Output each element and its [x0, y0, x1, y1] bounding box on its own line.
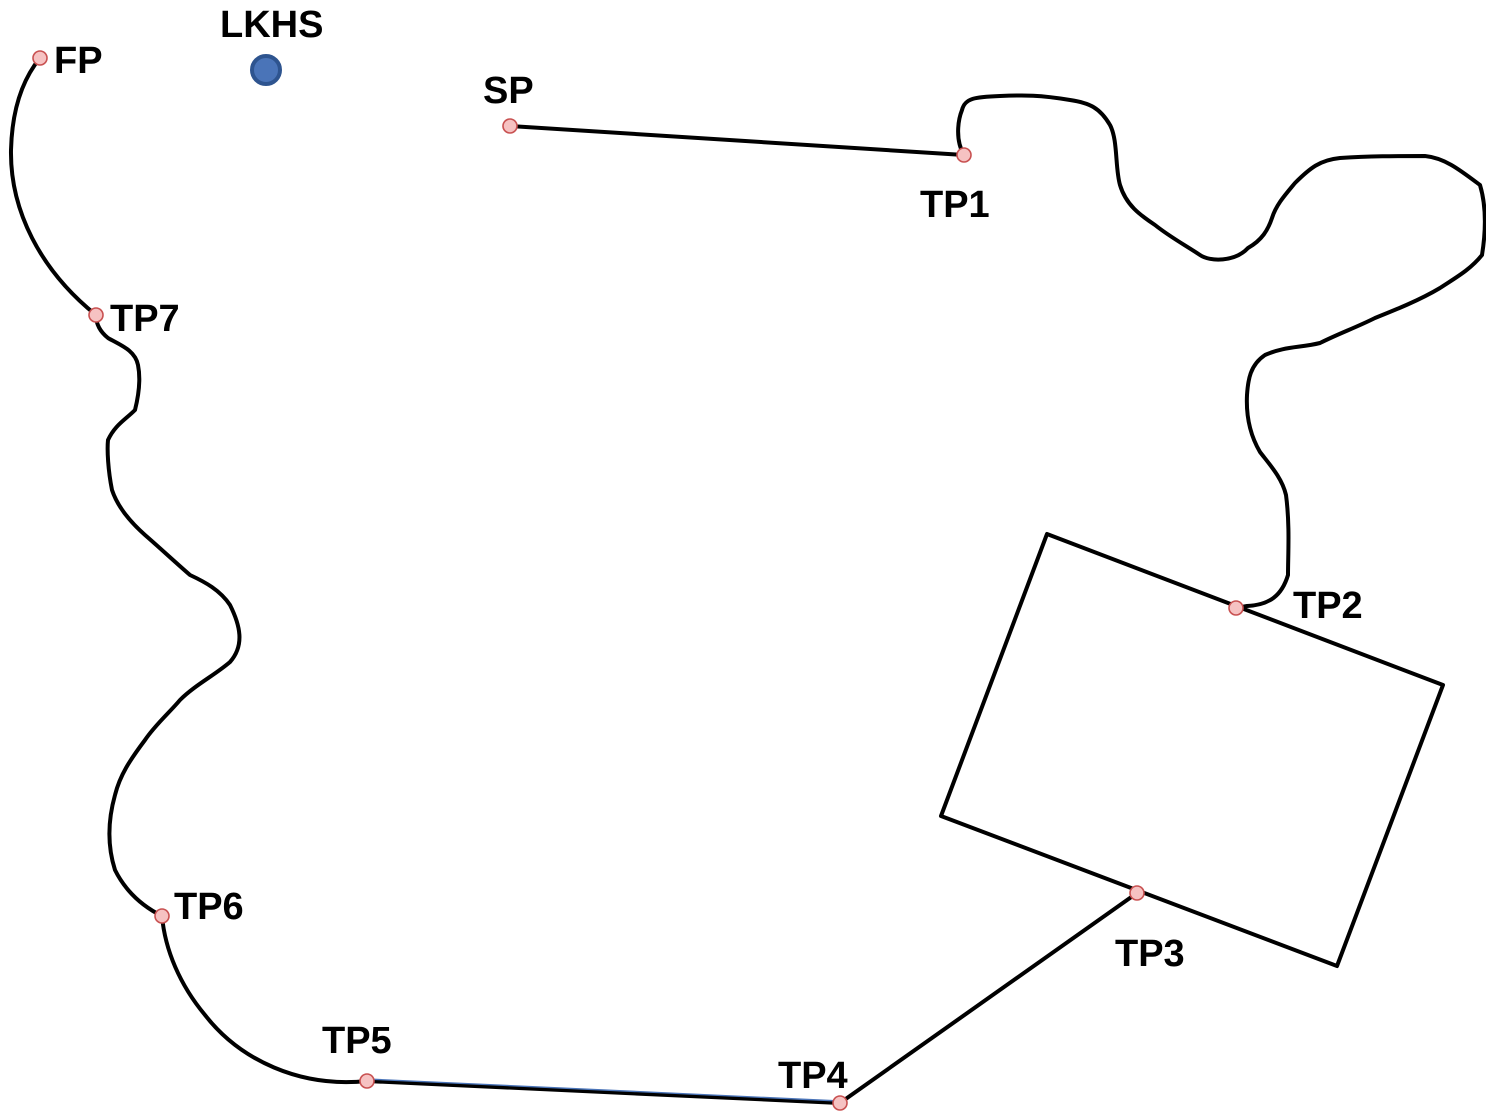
waypoint-tp2-marker	[1228, 600, 1244, 616]
leg-tp4-tp5	[365, 1079, 842, 1105]
waypoint-tp6-marker	[154, 908, 170, 924]
waypoint-label-tp3: TP3	[1115, 933, 1185, 975]
waypoint-tp7-marker	[88, 307, 104, 323]
waypoint-tp1-marker	[956, 147, 972, 163]
waypoint-label-tp4: TP4	[778, 1055, 848, 1097]
leg-tp1-tp2	[956, 93, 1486, 610]
search-area-rectangle	[939, 532, 1445, 968]
lkhs-marker	[250, 54, 282, 86]
waypoint-tp4-marker	[832, 1095, 848, 1111]
waypoint-label-tp2: TP2	[1293, 585, 1363, 627]
waypoint-tp5-marker	[359, 1073, 375, 1089]
waypoint-label-tp6: TP6	[174, 886, 244, 928]
leg-tp6-tp7	[94, 313, 242, 918]
waypoint-label-tp1: TP1	[920, 184, 990, 226]
landmark-label-lkhs: LKHS	[220, 4, 323, 46]
leg-tp3-tp4	[838, 891, 1139, 1105]
leg-tp4-tp5-accent	[366, 1078, 841, 1102]
waypoint-sp-marker	[502, 118, 518, 134]
waypoint-label-tp7: TP7	[110, 298, 180, 340]
waypoint-label-tp5: TP5	[322, 1020, 392, 1062]
waypoint-label-sp: SP	[483, 70, 534, 112]
leg-sp-tp1	[508, 124, 966, 157]
waypoint-label-fp: FP	[54, 40, 103, 82]
leg-tp5-tp6	[160, 914, 369, 1084]
leg-tp7-fp	[8, 56, 98, 317]
waypoint-tp3-marker	[1129, 885, 1145, 901]
waypoint-fp-marker	[32, 50, 48, 66]
